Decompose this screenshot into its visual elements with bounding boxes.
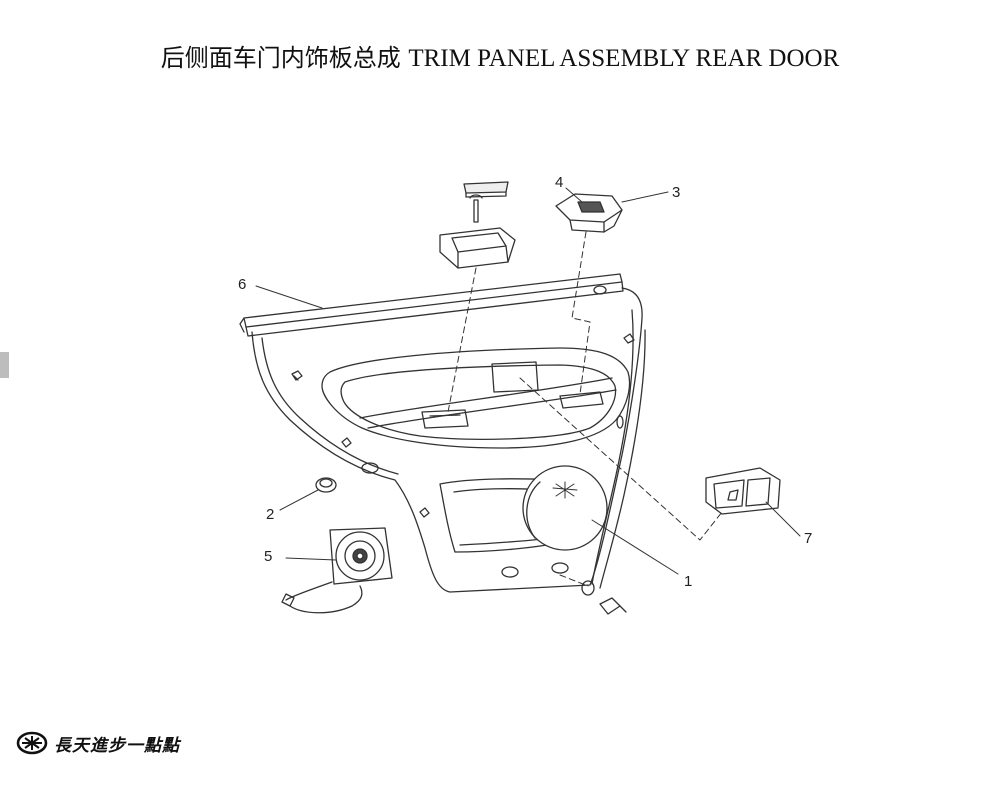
window-switch-bezel bbox=[439, 181, 516, 269]
callout-3: 3 bbox=[672, 184, 680, 201]
page-title: 后侧面车门内饰板总成 TRIM PANEL ASSEMBLY REAR DOOR bbox=[0, 38, 1000, 73]
grommet-part bbox=[315, 477, 337, 493]
callout-7: 7 bbox=[804, 530, 812, 547]
title-chinese: 后侧面车门内饰板总成 bbox=[160, 44, 401, 72]
door-handle-escutcheon bbox=[705, 467, 781, 515]
footer-slogan: 長天進步一點點 bbox=[54, 736, 180, 756]
callout-4: 4 bbox=[555, 174, 563, 191]
weatherstrip-part bbox=[239, 273, 624, 337]
callout-6: 6 bbox=[238, 276, 246, 293]
callout-2: 2 bbox=[266, 506, 274, 523]
callout-1: 1 bbox=[684, 573, 692, 590]
callout-leaders bbox=[255, 187, 801, 575]
switch-assembly bbox=[555, 193, 623, 233]
door-trim-panel bbox=[251, 285, 646, 593]
assembly-guide-lines bbox=[447, 231, 723, 587]
page-edge-marker bbox=[0, 352, 9, 378]
speaker-part bbox=[281, 527, 393, 614]
title-english: TRIM PANEL ASSEMBLY REAR DOOR bbox=[408, 45, 840, 72]
brand-emblem-icon bbox=[16, 731, 48, 755]
callout-5: 5 bbox=[264, 548, 272, 565]
fastener-nut bbox=[581, 580, 627, 615]
